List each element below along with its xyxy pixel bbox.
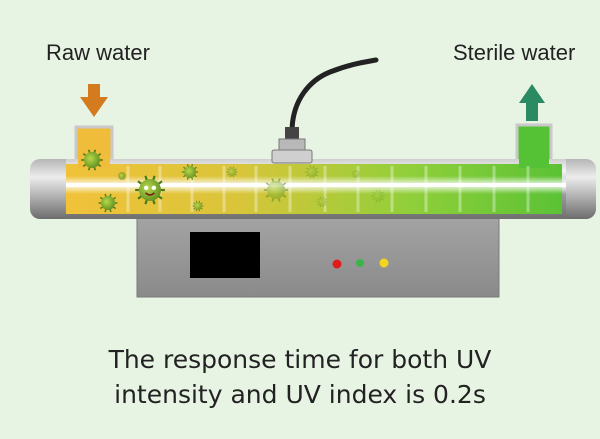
germ-icon bbox=[117, 171, 127, 181]
germ-icon bbox=[263, 178, 289, 202]
caption: The response time for both UV intensity … bbox=[0, 342, 600, 412]
caption-line-2: intensity and UV index is 0.2s bbox=[114, 380, 486, 409]
led-green-indicator bbox=[356, 259, 364, 267]
germ-icon bbox=[351, 169, 361, 179]
germ-icon bbox=[98, 193, 118, 213]
arrow-up-icon bbox=[519, 84, 545, 121]
germ-icon bbox=[135, 175, 165, 205]
uv-sensor-icon bbox=[271, 149, 313, 164]
led-yellow-indicator bbox=[379, 258, 389, 268]
raw-water-label: Raw water bbox=[46, 40, 150, 65]
left-end-cap bbox=[30, 159, 66, 219]
sensor-nut bbox=[278, 138, 306, 152]
germ-icon bbox=[192, 200, 204, 212]
arrow-down-icon bbox=[80, 84, 108, 117]
germ-icon bbox=[181, 164, 199, 180]
sensor-cable-gland bbox=[285, 127, 299, 141]
display-screen bbox=[190, 232, 260, 278]
led-red-indicator bbox=[332, 259, 342, 269]
germ-icon bbox=[226, 166, 238, 178]
sensor-cable bbox=[289, 57, 379, 135]
caption-line-1: The response time for both UV bbox=[108, 345, 492, 374]
germ-icon bbox=[316, 196, 328, 208]
germ-icon bbox=[305, 165, 319, 179]
germ-icon bbox=[371, 189, 385, 203]
uv-lamp-core bbox=[60, 183, 566, 187]
germ-icon bbox=[81, 149, 103, 171]
sterile-water-label: Sterile water bbox=[453, 40, 576, 65]
bacteria-group bbox=[81, 149, 385, 213]
right-end-cap bbox=[566, 159, 596, 219]
outlet-join bbox=[519, 156, 549, 168]
